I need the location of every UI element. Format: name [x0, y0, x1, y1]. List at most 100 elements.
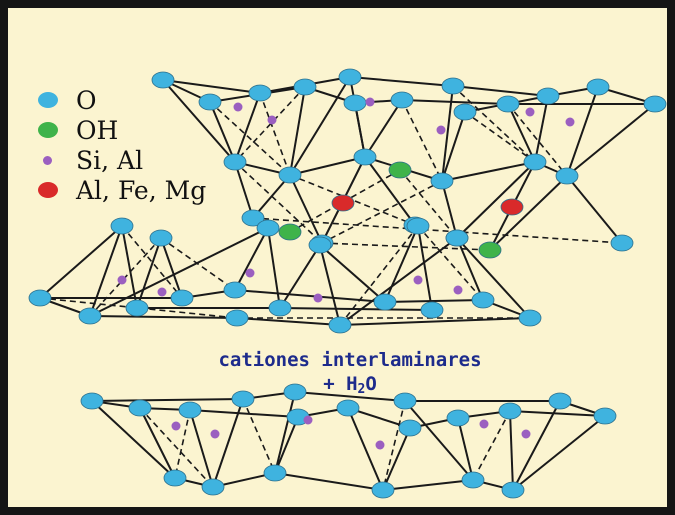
- si-al-atom-icon: [436, 125, 446, 135]
- oxygen-atom-icon: [523, 153, 547, 171]
- oxygen-atom-icon: [80, 392, 104, 410]
- bond-line: [566, 86, 599, 177]
- bond-line: [512, 415, 606, 491]
- al-fe-mg-atom-icon: [500, 198, 524, 216]
- bond-line: [91, 400, 176, 479]
- si-al-atom-icon: [525, 107, 535, 117]
- bond-line: [319, 244, 386, 303]
- bond-line: [91, 398, 244, 402]
- oxygen-atom-icon: [393, 392, 417, 410]
- hydroxyl-atom-icon: [478, 241, 502, 259]
- oxygen-atom-icon: [231, 390, 255, 408]
- clay-mineral-structure: [28, 68, 667, 499]
- bond-line: [441, 161, 536, 182]
- bond-line: [456, 237, 484, 301]
- oxygen-atom-icon: [256, 219, 280, 237]
- bond-line: [236, 317, 341, 326]
- si-al-atom-icon: [453, 285, 463, 295]
- oxygen-atom-icon: [163, 469, 187, 487]
- oxygen-atom-icon: [128, 399, 152, 417]
- oxygen-swatch-icon: [38, 92, 58, 108]
- bond-line: [489, 175, 568, 251]
- si-al-atom-icon: [313, 293, 323, 303]
- oxygen-atom-icon: [643, 95, 667, 113]
- hidden-bond-line: [452, 85, 536, 163]
- si-al-atom-icon: [245, 268, 255, 278]
- si-al-swatch-icon: [43, 156, 52, 165]
- si-al-atom-icon: [171, 421, 181, 431]
- oxygen-atom-icon: [178, 401, 202, 419]
- legend-label-oh: OH: [76, 116, 119, 145]
- hidden-bond-line: [339, 225, 419, 326]
- oxygen-atom-icon: [471, 291, 495, 309]
- bond-line: [457, 417, 474, 481]
- bond-line: [319, 244, 341, 326]
- caption-line-1: cationes interlaminares: [218, 349, 482, 371]
- oxygen-atom-icon: [586, 78, 610, 96]
- oxygen-atom-icon: [278, 166, 302, 184]
- bond-lines: [39, 76, 656, 491]
- bond-line: [364, 156, 416, 226]
- bond-line: [212, 398, 244, 488]
- hidden-bond-line: [121, 225, 183, 299]
- oxygen-atom-icon: [241, 209, 265, 227]
- hidden-bond-line: [242, 398, 276, 474]
- oxygen-atom-icon: [398, 419, 422, 437]
- hidden-bond-line: [464, 111, 536, 163]
- bond-line: [162, 79, 261, 94]
- oxygen-atom-icon: [293, 78, 317, 96]
- oxygen-atom-icon: [548, 392, 572, 410]
- si-al-atom-icon: [157, 287, 167, 297]
- oxygen-atom-icon: [263, 464, 287, 482]
- bond-line: [234, 92, 261, 163]
- hidden-bond-line: [417, 225, 484, 301]
- hidden-bond-line: [209, 101, 291, 176]
- bond-line: [566, 175, 623, 244]
- bond-line: [136, 237, 162, 309]
- oxygen-atom-icon: [461, 471, 485, 489]
- oxygen-atom-icon: [336, 399, 360, 417]
- oxygen-atom-icon: [268, 299, 292, 317]
- oxygen-atom-icon: [328, 316, 352, 334]
- si-al-atom-icon: [521, 429, 531, 439]
- caption-line-2-prefix: + H: [323, 373, 358, 395]
- bond-line: [209, 101, 236, 163]
- bond-line: [534, 95, 549, 163]
- oxygen-atom-icon: [338, 68, 362, 86]
- oxygen-atom-icon: [225, 309, 249, 327]
- bond-line: [349, 76, 366, 158]
- bond-line: [456, 161, 536, 239]
- oxygen-atom-icon: [498, 402, 522, 420]
- si-al-atom-icon: [233, 102, 243, 112]
- oxygen-atom-icon: [501, 481, 525, 499]
- si-al-atom-icon: [479, 419, 489, 429]
- oxygen-atom-icon: [353, 148, 377, 166]
- si-al-atom-icon: [365, 97, 375, 107]
- oxygen-atom-icon: [441, 77, 465, 95]
- bond-line: [289, 86, 306, 176]
- oxygen-atom-icon: [151, 71, 175, 89]
- bond-line: [234, 161, 254, 219]
- oxygen-atom-icon: [223, 153, 247, 171]
- bond-line: [401, 99, 509, 105]
- hidden-bond-line: [174, 409, 191, 479]
- si-al-atom-icon: [267, 115, 277, 125]
- bond-line: [279, 307, 433, 311]
- bond-line: [289, 76, 351, 176]
- caption-line-2-suffix: O: [365, 373, 377, 395]
- bond-line: [162, 79, 236, 163]
- oxygen-atom-icon: [343, 94, 367, 112]
- hidden-bond-line: [472, 410, 511, 481]
- oxygen-atom-icon: [198, 93, 222, 111]
- bond-line: [339, 237, 458, 326]
- hidden-bond-line: [252, 217, 623, 244]
- hydroxyl-atom-icon: [278, 223, 302, 241]
- oxygen-atom-icon: [593, 407, 617, 425]
- oxygen-atom-icon: [308, 236, 332, 254]
- oxygen-atom-icon: [149, 229, 173, 247]
- bond-line: [139, 407, 176, 479]
- bond-line: [566, 103, 656, 177]
- hidden-bond-line: [259, 92, 291, 176]
- oxygen-atom-icon: [371, 481, 395, 499]
- bond-line: [347, 407, 384, 491]
